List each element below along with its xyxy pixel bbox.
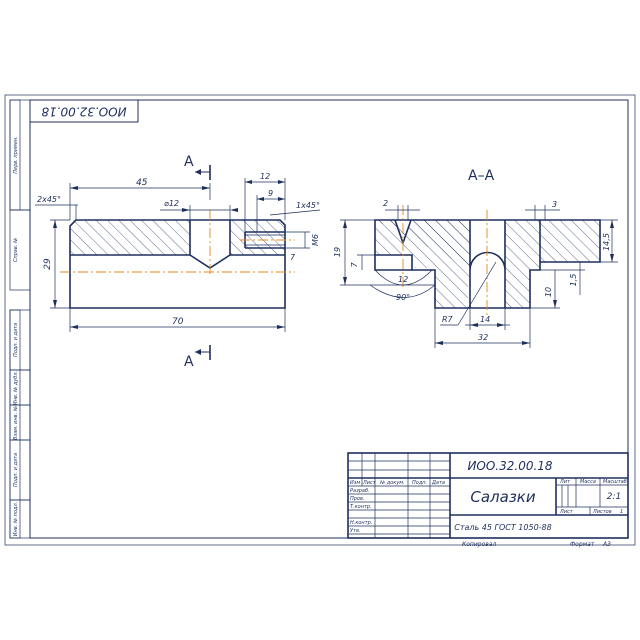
- stamp-perv: Перв. примен.: [13, 136, 19, 174]
- tb-mass: Масса: [580, 479, 596, 485]
- top-designation: ИОО.32.00.18: [41, 105, 126, 119]
- tb-list: Лист: [362, 480, 377, 486]
- dim-7-left: 7: [290, 253, 296, 262]
- dim-1-5: 1,5: [569, 274, 578, 287]
- dim-chamfer-right: 1x45°: [296, 201, 320, 210]
- tb-part-name: Салазки: [470, 488, 535, 506]
- tb-copied: Копировал: [462, 541, 496, 548]
- dim-10: 10: [544, 287, 553, 297]
- dim-9: 9: [268, 189, 273, 198]
- dim-12-right: 12: [398, 275, 408, 284]
- right-view: А–А 2 3: [333, 168, 618, 348]
- tb-razrab: Разраб.: [350, 488, 370, 494]
- dim-3: 3: [552, 200, 557, 209]
- dim-45: 45: [136, 178, 148, 188]
- tb-format-val: A3: [602, 541, 611, 548]
- tb-prov: Пров.: [350, 496, 365, 502]
- tb-doc: № докум.: [379, 480, 405, 486]
- stamp-podp2: Подп. и дата: [13, 453, 19, 487]
- left-view: А А 45 2x45° ⌀12 12 9 1x45°: [35, 154, 321, 370]
- dim-dia-12: ⌀12: [164, 199, 179, 208]
- tb-sheets-val: 1: [620, 509, 623, 515]
- tb-scale: 2:1: [607, 492, 621, 502]
- tb-utv: Утв.: [350, 528, 361, 534]
- stamp-inv-dubl: Инв. № дубл.: [13, 371, 19, 405]
- dim-70: 70: [172, 317, 184, 327]
- tb-lit: Лит: [559, 479, 571, 485]
- cut-label-bottom: А: [184, 354, 194, 370]
- dim-chamfer-left: 2x45°: [37, 195, 61, 204]
- dim-14: 14: [480, 315, 490, 324]
- tb-sheets: Листов: [592, 509, 612, 515]
- tb-tkontr: Т.контр.: [350, 504, 372, 510]
- tb-material: Сталь 45 ГОСТ 1050-88: [454, 523, 551, 532]
- tb-nkontr: Н.контр.: [350, 520, 372, 526]
- side-stamp: Перв. примен. Справ. № Подп. и дата Инв.…: [9, 99, 31, 539]
- tb-sheet: Лист: [559, 509, 574, 515]
- tb-scale-label: Масштаб: [603, 479, 627, 485]
- dim-32: 32: [478, 333, 488, 342]
- tb-podp: Подп.: [412, 480, 427, 486]
- sheet-frame: [4, 94, 636, 546]
- dim-90: 90°: [396, 293, 410, 302]
- stamp-podp1: Подп. и дата: [13, 323, 19, 357]
- stamp-sprav: Справ. №: [13, 238, 19, 262]
- dim-7-right: 7: [350, 262, 359, 268]
- dim-r7: R7: [442, 315, 454, 324]
- dim-14-5: 14,5: [602, 233, 611, 251]
- stamp-inv-podl: Инв. № подл.: [13, 502, 19, 537]
- tb-designation: ИОО.32.00.18: [467, 459, 552, 473]
- stamp-vzam: Взам. инв. №: [13, 406, 19, 440]
- cut-label-top: А: [184, 154, 194, 170]
- title-block: Изм Лист № докум. Подп. Дата Разраб. Про…: [347, 452, 629, 548]
- dim-m6: M6: [311, 234, 320, 246]
- tb-izm: Изм: [350, 480, 360, 486]
- tb-format: Формат: [570, 541, 595, 548]
- dim-12: 12: [260, 172, 270, 181]
- dim-19: 19: [333, 247, 342, 257]
- dim-29: 29: [43, 258, 53, 270]
- dim-2: 2: [383, 199, 388, 208]
- tb-data: Дата: [431, 480, 445, 486]
- section-label: А–А: [468, 168, 495, 184]
